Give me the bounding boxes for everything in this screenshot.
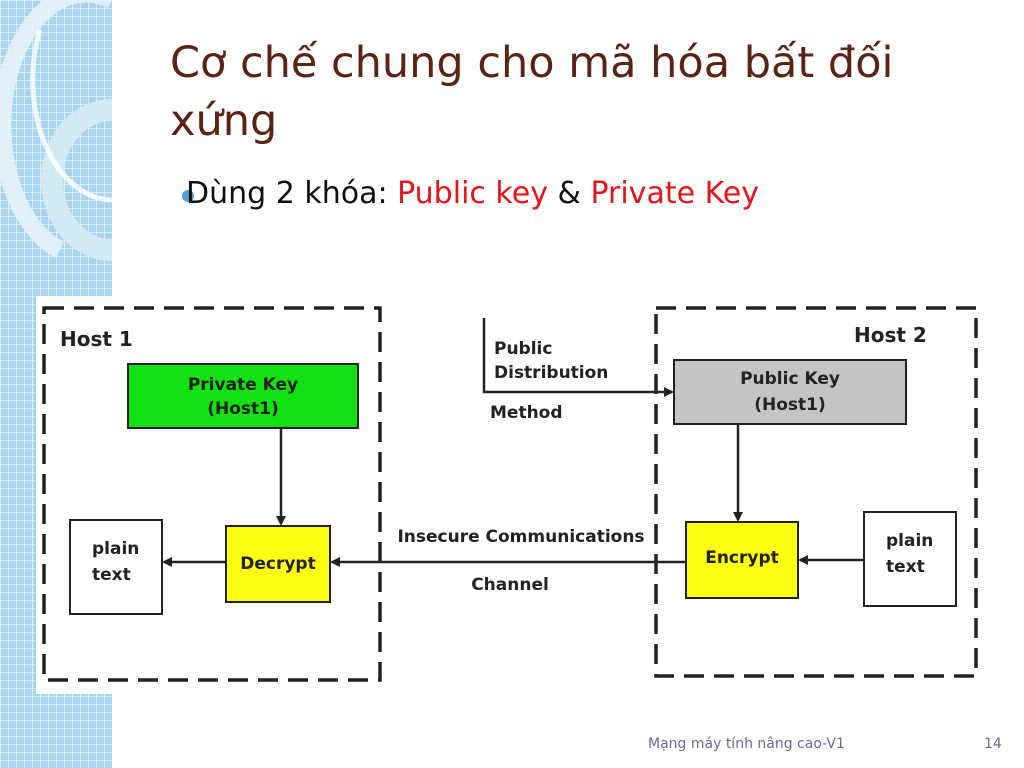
- decorative-rings-icon: [0, 0, 112, 261]
- bullet-text: Dùng 2 khóa: Public key & Private Key: [186, 176, 986, 211]
- public-key-box: [673, 359, 907, 425]
- slide-title: Cơ chế chung cho mã hóa bất đối xứng: [170, 38, 894, 146]
- host2-label: Host 2: [854, 323, 927, 347]
- host2-plain-text-box: [863, 511, 957, 607]
- distribution-label-line3: Method: [490, 403, 563, 423]
- decrypt-label: Decrypt: [240, 554, 315, 574]
- host2-plain-text-line1: plain: [886, 531, 933, 551]
- private-key-label-line2: (Host1): [207, 399, 279, 419]
- host1-container: [42, 306, 382, 682]
- encrypt-label: Encrypt: [705, 548, 779, 568]
- asymmetric-encryption-diagram: Host 1 Host 2 Private Key (Host1) Decryp…: [36, 296, 992, 694]
- channel-label-line2: Channel: [471, 575, 549, 595]
- channel-label-line1: Insecure Communications: [397, 527, 644, 547]
- encrypt-box: [685, 521, 799, 599]
- host2-plain-text-line2: text: [886, 557, 925, 577]
- bullet-conjunction: &: [557, 176, 581, 211]
- host1-plain-text-line2: text: [92, 565, 131, 585]
- distribution-label-line2: Distribution: [494, 363, 608, 383]
- bullet-dot-icon: [182, 190, 194, 202]
- footer-page-number: 14: [984, 736, 1002, 752]
- host1-label: Host 1: [60, 327, 133, 351]
- bullet-term-private: Private Key: [590, 176, 759, 211]
- host1-plain-text-box: [69, 519, 163, 615]
- bullet-term-public: Public key: [397, 176, 548, 211]
- host2-container: [654, 306, 978, 678]
- diagram-canvas: Host 1 Host 2 Private Key (Host1) Decryp…: [42, 306, 978, 682]
- private-key-label-line1: Private Key: [188, 375, 298, 395]
- public-key-label-line1: Public Key: [740, 369, 840, 389]
- distribution-arrow: [482, 318, 674, 397]
- distribution-label-line1: Public: [494, 339, 552, 359]
- bullet-prefix: Dùng 2 khóa:: [186, 176, 388, 211]
- private-key-box: [127, 363, 359, 429]
- public-key-label-line2: (Host1): [754, 395, 826, 415]
- footer-course-name: Mạng máy tính nâng cao-V1: [648, 736, 845, 752]
- host1-plain-text-line1: plain: [92, 539, 139, 559]
- channel-label-background: [388, 522, 654, 548]
